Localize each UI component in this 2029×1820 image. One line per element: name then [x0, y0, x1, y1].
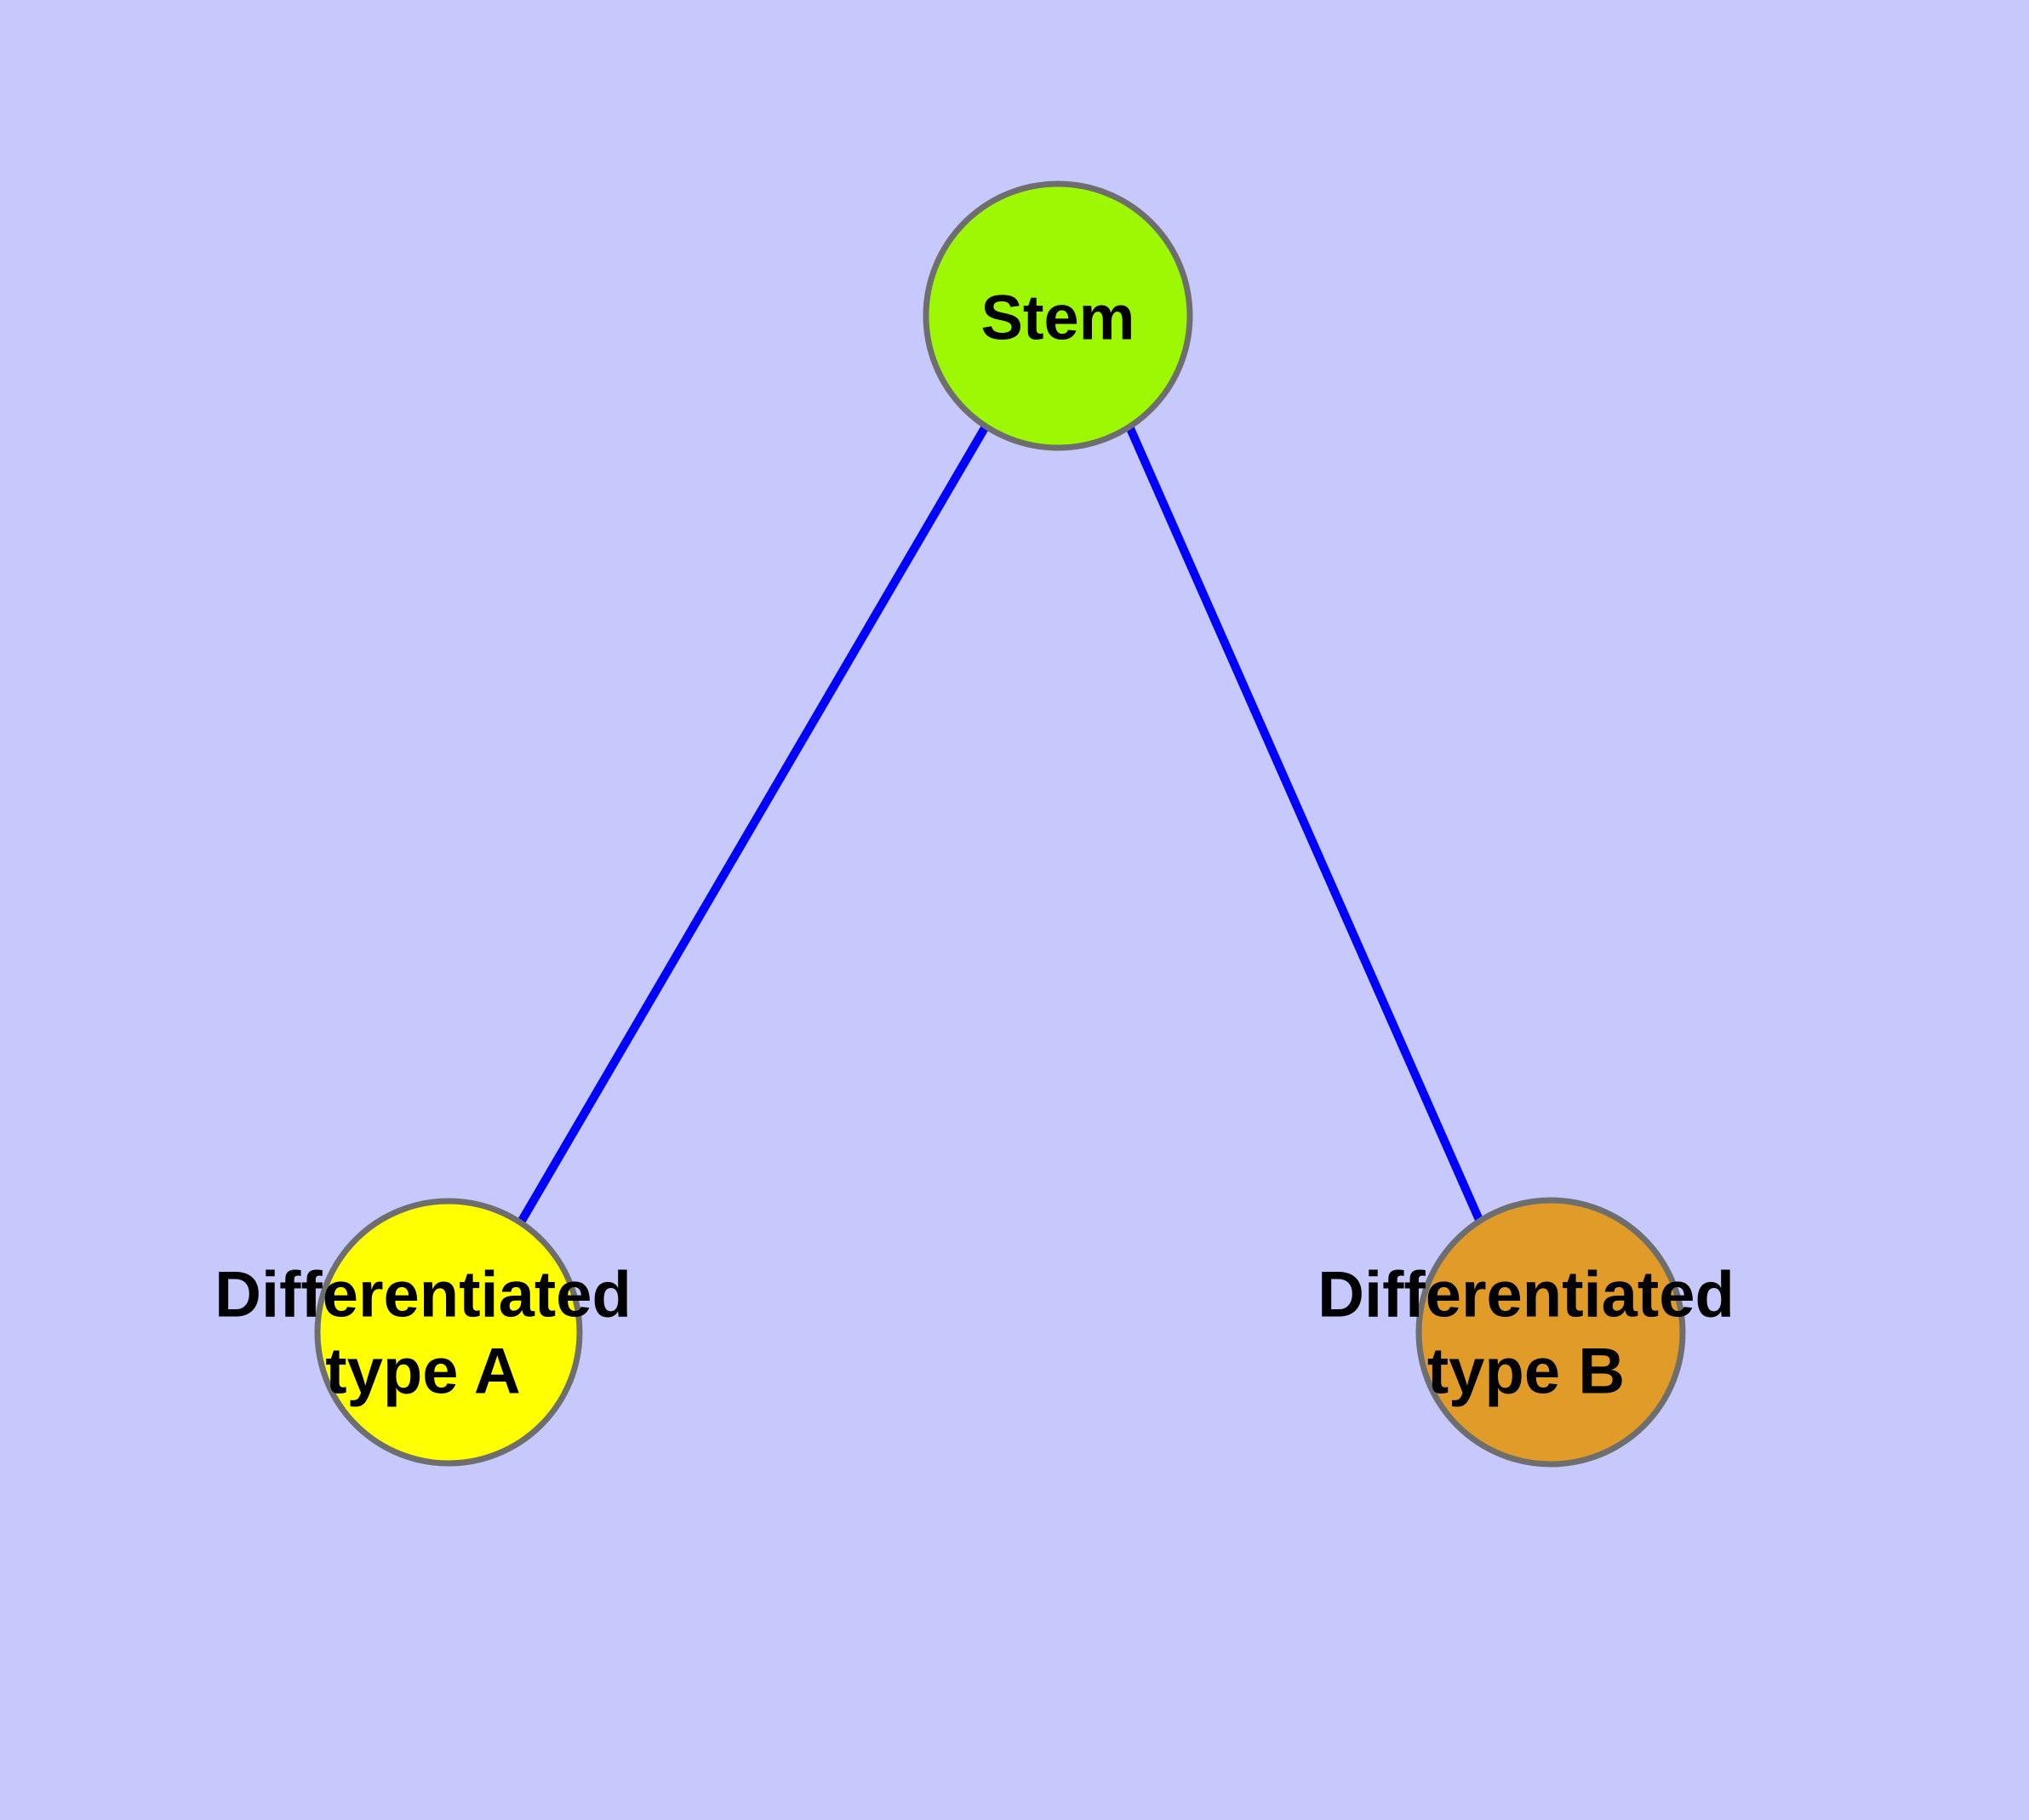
node-stem[interactable] — [923, 180, 1193, 451]
node-diff-b[interactable] — [1415, 1197, 1686, 1468]
edge-stem-diff-b[interactable] — [1125, 424, 1483, 1222]
node-diff-a[interactable] — [314, 1198, 583, 1467]
edge-layer — [517, 424, 1483, 1223]
node-layer — [314, 180, 1686, 1468]
edge-stem-diff-a[interactable] — [517, 424, 990, 1223]
